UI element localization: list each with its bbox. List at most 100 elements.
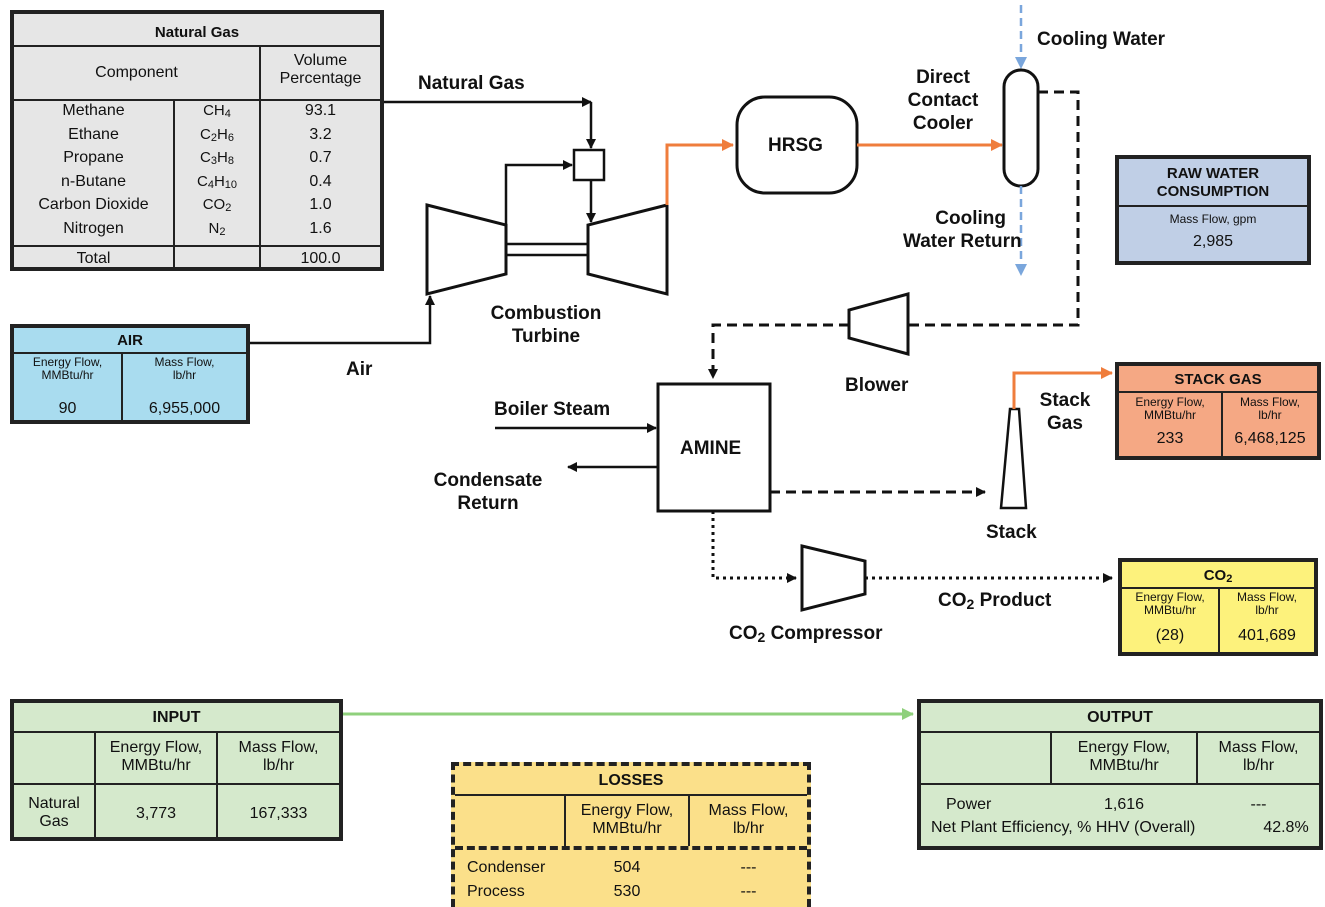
gas-turbine-shape xyxy=(586,203,669,296)
formula-subscript: 8 xyxy=(227,155,234,167)
gas-compressor-shape xyxy=(425,203,508,296)
component-name: Methane xyxy=(62,102,125,119)
header-line: Energy Flow, xyxy=(32,355,103,369)
header-line: Mass Flow, xyxy=(1236,590,1297,604)
co2-energy-header: Energy Flow, MMBtu/hr xyxy=(1122,591,1218,617)
formula-subscript: 2 xyxy=(219,225,226,238)
component-formula: CH4 xyxy=(175,102,259,123)
component-volume: 0.4 xyxy=(309,172,332,190)
header-line: Mass Flow, xyxy=(708,802,789,819)
header-line: MMBtu/hr xyxy=(1143,408,1196,422)
input-box: INPUT Energy Flow, MMBtu/hr Mass Flow, l… xyxy=(10,699,343,841)
raw-water-title: RAW WATER CONSUMPTION xyxy=(1119,165,1307,201)
header-line: MMBtu/hr xyxy=(1143,603,1196,617)
losses-mass-header: Mass Flow, lb/hr xyxy=(690,802,807,838)
efficiency-value: 42.8% xyxy=(1263,819,1309,836)
header-line: lb/hr xyxy=(1255,603,1279,617)
component-name: Ethane xyxy=(68,125,119,143)
air-box: AIR Energy Flow, MMBtu/hr Mass Flow, lb/… xyxy=(10,324,250,424)
co2-compressor-label: CO2 Compressor xyxy=(729,622,883,649)
output-mass-header: Mass Flow, lb/hr xyxy=(1198,739,1319,775)
input-title: INPUT xyxy=(152,709,201,726)
natural-gas-composition-table: Natural Gas Component Volume Percentage … xyxy=(10,10,384,271)
co2-energy-value: (28) xyxy=(1155,627,1185,644)
header-line: Energy Flow, xyxy=(1135,590,1205,604)
losses-row-mass: --- xyxy=(740,859,757,876)
formula-text: CO xyxy=(202,196,226,213)
header-line: Energy Flow, xyxy=(580,802,674,819)
header-line: lb/hr xyxy=(262,757,295,774)
stack-mass-value: 6,468,125 xyxy=(1234,430,1306,447)
formula-text: H xyxy=(217,149,228,166)
hrsg-label: HRSG xyxy=(768,135,823,156)
co2-product-tail: Product xyxy=(974,590,1052,611)
header-line: lb/hr xyxy=(172,368,197,382)
blower-to-amine-line xyxy=(708,323,849,379)
cooling-water-return-label: Cooling Water Return xyxy=(903,207,1022,253)
input-energy-header: Energy Flow, MMBtu/hr xyxy=(96,739,216,775)
formula-text: CH xyxy=(203,102,225,119)
formula-subscript: 4 xyxy=(224,108,231,120)
losses-row-energy: 530 xyxy=(613,883,641,900)
formula-subscript: 4 xyxy=(207,178,214,191)
input-mass-value: 167,333 xyxy=(249,805,308,822)
condensate-return-label: Condensate Return xyxy=(420,469,556,515)
amine-label: AMINE xyxy=(680,438,742,459)
formula-text: H xyxy=(217,125,228,143)
cond-label-line: Condensate xyxy=(433,470,543,491)
input-energy-value: 3,773 xyxy=(135,805,177,822)
co2-compressor-text: CO xyxy=(729,623,758,644)
formula-text: H xyxy=(213,172,225,190)
output-box: OUTPUT Energy Flow, MMBtu/hr Mass Flow, … xyxy=(917,699,1323,850)
co2-product-text: CO xyxy=(938,590,967,611)
stack-energy-value: 233 xyxy=(1156,430,1184,447)
header-line: lb/hr xyxy=(1242,757,1275,774)
row-label-line: Gas xyxy=(39,813,69,830)
component-volume: 3.2 xyxy=(309,125,332,143)
cwr-label-line: Cooling xyxy=(935,208,1006,229)
component-header: Component xyxy=(95,64,178,81)
table-title: Natural Gas xyxy=(154,24,240,41)
formula-subscript: 6 xyxy=(227,131,234,144)
efficiency-label: Net Plant Efficiency, % HHV (Overall) xyxy=(931,819,1196,836)
ct-label-line: Combustion xyxy=(490,303,602,324)
combustor-shape xyxy=(572,148,606,182)
losses-row-energy: 504 xyxy=(613,859,641,876)
air-energy-value: 90 xyxy=(58,400,77,417)
component-name: Nitrogen xyxy=(63,219,124,237)
component-formula: C2H6 xyxy=(175,126,259,147)
stack-shape xyxy=(999,407,1028,510)
formula-text: C xyxy=(200,125,211,143)
combustion-turbine-label: Combustion Turbine xyxy=(468,302,624,348)
component-volume: 1.0 xyxy=(309,196,332,213)
formula-subscript: 10 xyxy=(224,178,238,191)
cwr-label-line: Water Return xyxy=(903,231,1022,252)
header-line: MMBtu/hr xyxy=(592,820,662,837)
component-formula: C4H10 xyxy=(175,173,259,194)
header-line: MMBtu/hr xyxy=(41,368,94,382)
losses-row-label: Condenser xyxy=(467,859,546,876)
formula-text: N xyxy=(208,219,220,237)
total-label: Total xyxy=(76,250,111,267)
header-line: Energy Flow, xyxy=(1077,739,1171,756)
component-volume: 0.7 xyxy=(309,149,332,166)
co2-title-text: CO xyxy=(1203,567,1227,584)
header-line: MMBtu/hr xyxy=(121,757,191,774)
header-line: Mass Flow, xyxy=(1239,395,1300,409)
header-line: Mass Flow, xyxy=(1218,739,1299,756)
total-value: 100.0 xyxy=(300,250,341,267)
stack-gas-title: STACK GAS xyxy=(1174,371,1262,388)
power-mass: --- xyxy=(1250,796,1267,813)
raw-water-value: 2,985 xyxy=(1192,233,1234,250)
component-formula: CO2 xyxy=(175,196,259,217)
header-line: MMBtu/hr xyxy=(1089,757,1159,774)
co2-compressor-tail: Compressor xyxy=(765,623,883,644)
raw-water-box: RAW WATER CONSUMPTION Mass Flow, gpm 2,9… xyxy=(1115,155,1311,265)
co2-mass-value: 401,689 xyxy=(1238,627,1296,644)
co2-title-subscript: 2 xyxy=(1226,573,1233,585)
cooling-water-label: Cooling Water xyxy=(1037,29,1166,50)
title-line: RAW WATER xyxy=(1166,165,1260,182)
stack-gas-out-line xyxy=(1012,367,1113,409)
air-mass-header: Mass Flow, lb/hr xyxy=(123,356,246,382)
